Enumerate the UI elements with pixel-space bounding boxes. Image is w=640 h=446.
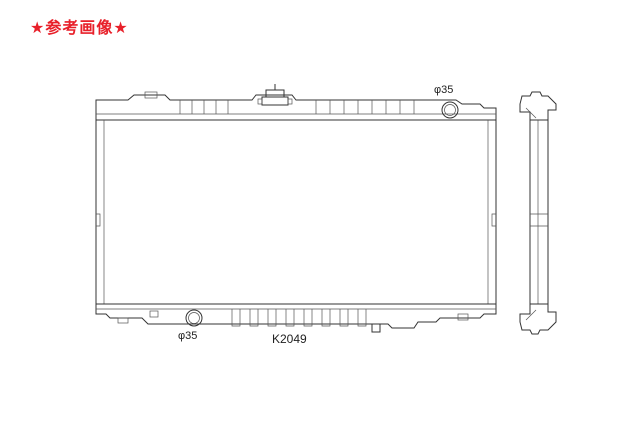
part-number-label: K2049 xyxy=(272,332,307,346)
lower-hose-diameter-label: φ35 xyxy=(178,330,198,342)
upper-hose-diameter-label: φ35 xyxy=(434,84,454,96)
radiator-side-view xyxy=(519,91,557,335)
radiator-core xyxy=(95,119,497,305)
lower-tank xyxy=(95,303,497,333)
upper-hose-outlet xyxy=(441,101,459,119)
filler-cap xyxy=(257,84,293,106)
upper-tank xyxy=(95,84,497,121)
lower-hose-outlet xyxy=(185,309,203,327)
reference-image-title: ★参考画像★ xyxy=(30,18,129,37)
radiator-front-view xyxy=(95,84,497,333)
drain-plug xyxy=(371,323,381,333)
